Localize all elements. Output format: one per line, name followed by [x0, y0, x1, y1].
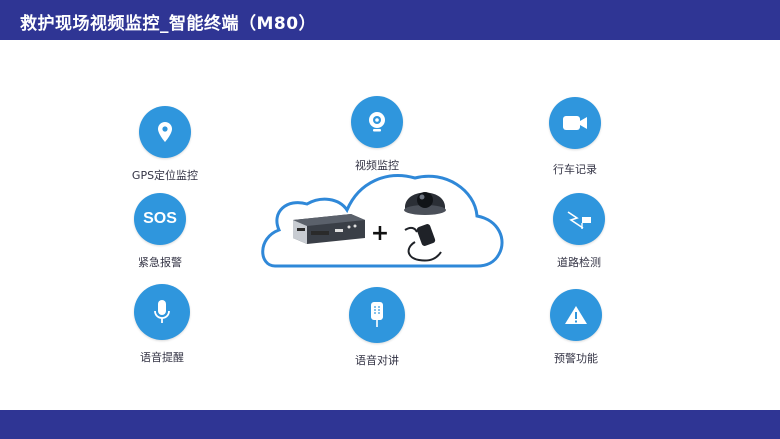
feature-road-label: 道路检测	[557, 256, 601, 269]
intercom-icon	[371, 302, 383, 327]
road-circle	[553, 193, 605, 245]
dvr-device-icon	[293, 214, 365, 244]
feature-voice-remind-label: 语音提醒	[140, 351, 184, 364]
feature-warning[interactable]: 预警功能	[516, 289, 636, 366]
feature-sos-label: 紧急报警	[138, 256, 182, 269]
feature-drive-record-label: 行车记录	[553, 163, 597, 176]
feature-warning-label: 预警功能	[554, 352, 598, 365]
footer-bar	[0, 410, 780, 439]
feature-gps[interactable]: GPS定位监控	[105, 106, 225, 183]
dome-camera-icon	[404, 192, 446, 215]
handheld-microphone-icon	[404, 224, 442, 262]
video-camera-icon	[563, 116, 587, 130]
feature-gps-label: GPS定位监控	[131, 169, 199, 182]
webcam-icon	[369, 112, 385, 132]
feature-video-label: 视频监控	[355, 159, 399, 172]
cloud-outline	[261, 174, 504, 268]
location-pin-icon	[158, 122, 172, 142]
device-cloud: +	[261, 174, 504, 268]
feature-road[interactable]: 道路检测	[519, 193, 639, 270]
intercom-circle	[349, 287, 405, 343]
warning-icon	[565, 306, 587, 324]
warning-circle	[550, 289, 602, 341]
sos-icon: SOS	[143, 210, 177, 227]
video-circle	[351, 96, 403, 148]
gps-circle	[139, 106, 191, 158]
feature-sos[interactable]: SOS 紧急报警	[100, 193, 220, 270]
feature-video[interactable]: 视频监控	[317, 96, 437, 173]
voice-remind-circle	[134, 284, 190, 340]
sos-circle: SOS	[134, 193, 186, 245]
feature-intercom[interactable]: 语音对讲	[317, 287, 437, 368]
plus-sign: +	[371, 221, 389, 246]
feature-voice-remind[interactable]: 语音提醒	[102, 284, 222, 365]
road-sign-icon	[567, 211, 591, 229]
feature-intercom-label: 语音对讲	[355, 354, 399, 367]
page-title: 救护现场视频监控_智能终端（M80）	[20, 14, 317, 34]
microphone-icon	[154, 300, 170, 323]
feature-drive-record[interactable]: 行车记录	[515, 97, 635, 177]
drive-record-circle	[549, 97, 601, 149]
header-bar: 救护现场视频监控_智能终端（M80）	[0, 0, 780, 40]
